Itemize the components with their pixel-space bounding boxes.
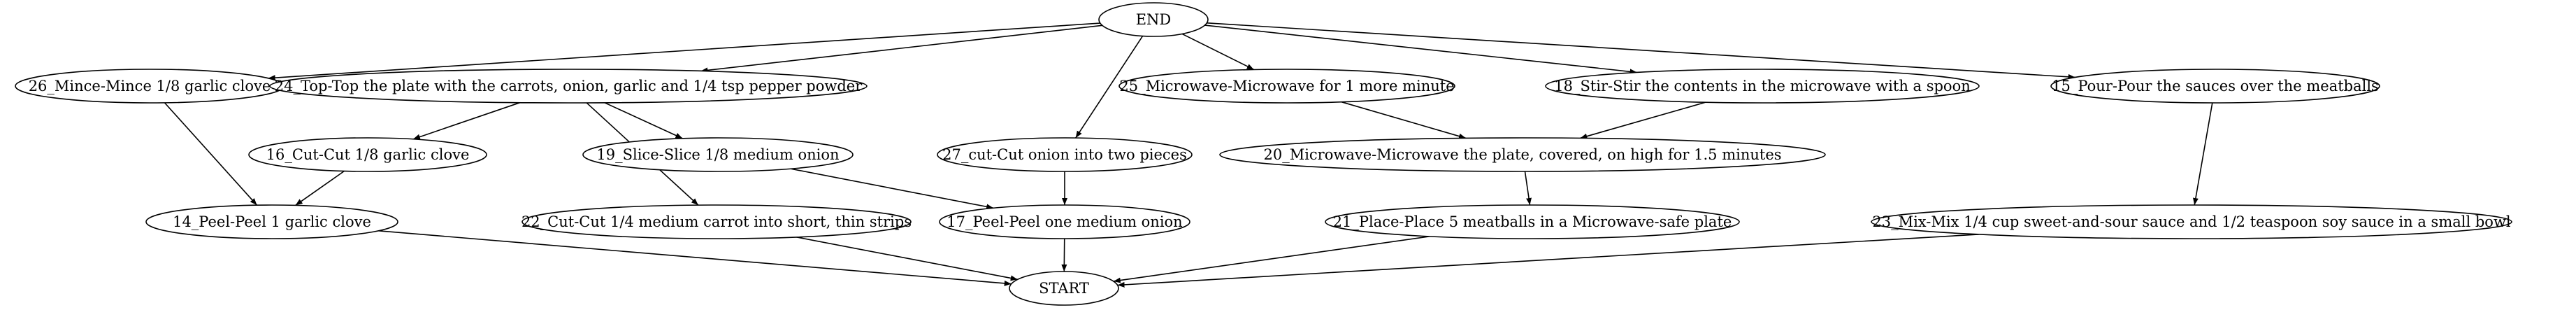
node-shape (2050, 69, 2380, 104)
edge-n24-to-n16 (412, 101, 520, 140)
node-label: 25_Microwave-Microwave for 1 more minute (1119, 78, 1454, 94)
node-label: 21_Place-Place 5 meatballs in a Microwav… (1333, 213, 1732, 230)
node-label: 27_cut-Cut onion into two pieces (942, 146, 1187, 163)
node-n18: 18_Stir-Stir the contents in the microwa… (1545, 69, 1980, 104)
node-shape (1219, 137, 1826, 172)
node-shape (1009, 271, 1119, 306)
node-label: 17_Peel-Peel one medium onion (947, 213, 1182, 230)
edge-n24-to-n19 (604, 102, 683, 139)
node-shape (937, 137, 1193, 172)
node-shape (145, 204, 398, 239)
node-label: 14_Peel-Peel 1 garlic clove (173, 213, 371, 230)
node-n21: 21_Place-Place 5 meatballs in a Microwav… (1325, 204, 1740, 239)
edges-layer (164, 22, 2213, 288)
edge-n15-to-n23 (2192, 102, 2213, 206)
node-label: 18_Stir-Stir the contents in the microwa… (1554, 78, 1971, 94)
edge-n16-to-n14 (295, 170, 345, 206)
edge-n23-to-start (1117, 234, 1979, 288)
node-n23: 23_Mix-Mix 1/4 cup sweet-and-sour sauce … (1871, 204, 2512, 239)
node-n22: 22_Cut-Cut 1/4 medium carrot into short,… (521, 204, 912, 239)
node-shape (1118, 69, 1455, 104)
node-shape (1325, 204, 1740, 239)
edge-end-to-n25 (1181, 33, 1255, 71)
node-n27: 27_cut-Cut onion into two pieces (937, 137, 1193, 172)
node-shape (1098, 2, 1209, 37)
node-label: 24_Top-Top the plate with the carrots, o… (275, 78, 863, 94)
node-label: 19_Slice-Slice 1/8 medium onion (596, 146, 839, 163)
edge-n22-to-start (796, 237, 1018, 281)
node-shape (1545, 69, 1980, 104)
edge-n26-to-n14 (164, 102, 258, 206)
edge-end-to-n24 (700, 24, 1102, 73)
edge-n14-to-start (378, 230, 1012, 286)
edge-end-to-n26 (268, 22, 1100, 81)
node-n19: 19_Slice-Slice 1/8 medium onion (582, 137, 854, 172)
node-label: 26_Mince-Mince 1/8 garlic clove (29, 78, 271, 94)
node-label: 22_Cut-Cut 1/4 medium carrot into short,… (521, 213, 912, 230)
node-start: START (1009, 271, 1119, 306)
edge-n20-to-n21 (1524, 171, 1532, 206)
node-n16: 16_Cut-Cut 1/8 garlic clove (248, 137, 487, 172)
node-shape (582, 137, 854, 172)
node-n14: 14_Peel-Peel 1 garlic clove (145, 204, 398, 239)
node-shape (521, 204, 912, 239)
node-end: END (1098, 2, 1209, 37)
node-shape (269, 69, 868, 104)
node-n17: 17_Peel-Peel one medium onion (939, 204, 1190, 239)
node-shape (248, 137, 487, 172)
node-shape (939, 204, 1190, 239)
node-shape (1871, 204, 2512, 239)
edge-n18-to-n20 (1580, 101, 1706, 139)
node-label: END (1136, 11, 1172, 28)
node-n20: 20_Microwave-Microwave the plate, covere… (1219, 137, 1826, 172)
edge-n19-to-n17 (791, 168, 994, 210)
node-label: 20_Microwave-Microwave the plate, covere… (1263, 146, 1781, 163)
node-label: START (1039, 280, 1089, 297)
edge-end-to-n15 (1207, 22, 2075, 80)
node-n26: 26_Mince-Mince 1/8 garlic clove (15, 69, 285, 104)
edge-n21-to-start (1113, 236, 1430, 283)
node-label: 23_Mix-Mix 1/4 cup sweet-and-sour sauce … (1872, 213, 2511, 230)
edge-end-to-n18 (1204, 24, 1637, 75)
node-n24: 24_Top-Top the plate with the carrots, o… (269, 69, 868, 104)
edge-n25-to-n20 (1341, 101, 1467, 139)
node-label: 15_Pour-Pour the sauces over the meatbal… (2052, 78, 2379, 94)
edge-end-to-n27 (1075, 36, 1144, 139)
node-label: 16_Cut-Cut 1/8 garlic clove (266, 146, 470, 163)
node-n15: 15_Pour-Pour the sauces over the meatbal… (2050, 69, 2380, 104)
node-n25: 25_Microwave-Microwave for 1 more minute (1118, 69, 1455, 104)
